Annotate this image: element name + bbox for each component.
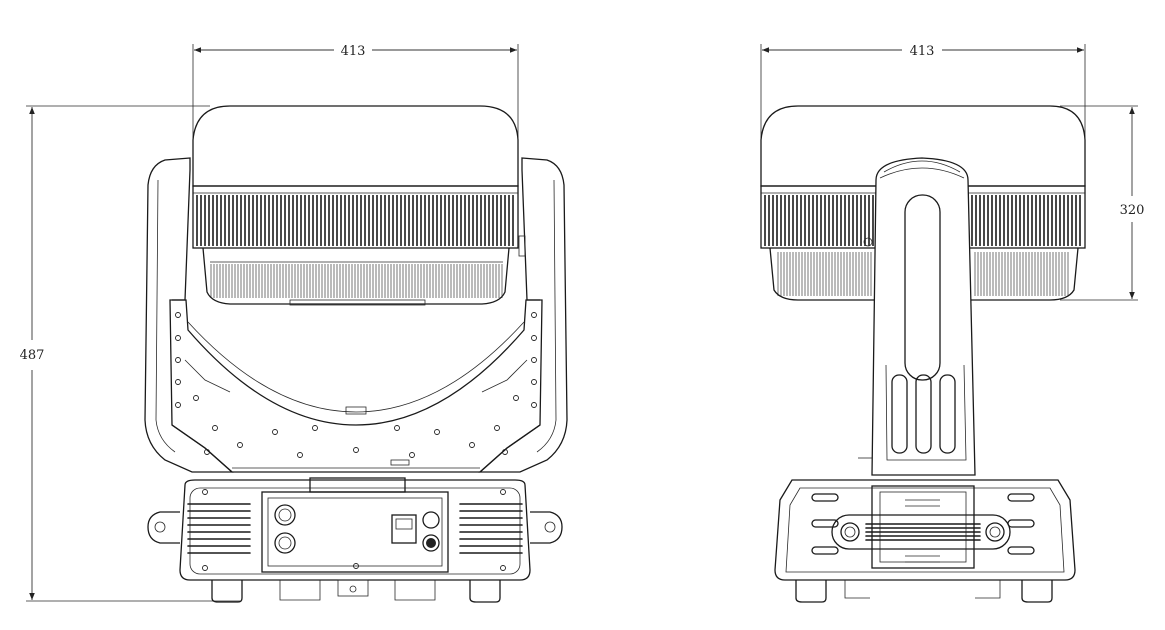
side-cooling-fins-lower bbox=[777, 252, 1069, 296]
display-screen bbox=[391, 514, 417, 544]
side-height-label: 320 bbox=[1120, 203, 1145, 218]
side-view: 413 320 bbox=[760, 44, 1145, 603]
dmx-out-connector bbox=[274, 532, 296, 554]
front-head bbox=[192, 105, 526, 306]
front-yoke bbox=[144, 157, 568, 473]
power-in-connector bbox=[422, 511, 440, 529]
front-height-label: 487 bbox=[20, 348, 45, 363]
side-width-dimension: 413 bbox=[760, 44, 1086, 185]
front-yoke-panel bbox=[172, 299, 540, 426]
side-handle bbox=[831, 514, 1011, 550]
side-yoke-arm bbox=[858, 157, 976, 476]
side-cooling-fins-upper bbox=[764, 195, 1081, 246]
front-base-vent-right bbox=[459, 503, 523, 554]
front-base-vent-left bbox=[187, 503, 251, 554]
side-width-label: 413 bbox=[910, 44, 935, 59]
front-width-label: 413 bbox=[341, 44, 366, 59]
front-height-dimension: 487 bbox=[20, 105, 240, 602]
front-view: 413 487 bbox=[20, 44, 568, 603]
side-height-dimension: 320 bbox=[1060, 105, 1145, 301]
dmx-in-connector bbox=[274, 504, 296, 526]
front-base bbox=[147, 477, 563, 603]
power-out-connector bbox=[422, 534, 440, 552]
side-handle-grip bbox=[865, 523, 981, 541]
front-cooling-fins-upper bbox=[196, 195, 514, 246]
side-base bbox=[774, 479, 1076, 603]
front-cooling-fins-lower bbox=[210, 264, 503, 298]
